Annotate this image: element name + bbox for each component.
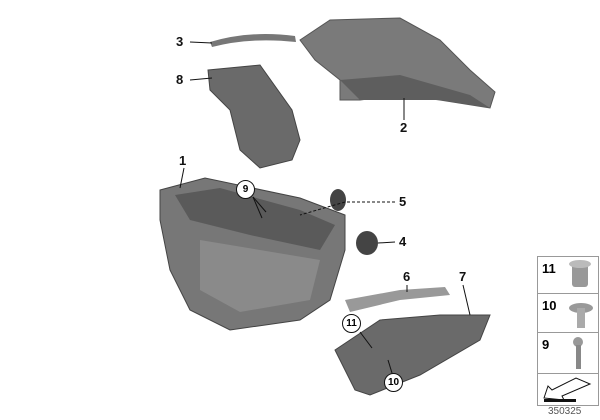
callout-6: 6: [403, 269, 411, 284]
legend-row-11: 11: [538, 257, 598, 294]
part-3-strap: [210, 34, 296, 47]
part-7-bracket: [334, 314, 491, 396]
part-4-plug: [356, 231, 378, 255]
legend-row-9: 9: [538, 333, 598, 374]
callout-10: 10: [384, 373, 403, 392]
callout-1: 1: [179, 153, 187, 168]
callout-7: 7: [459, 269, 467, 284]
diagram-code: 350325: [548, 406, 582, 417]
callout-9: 9: [236, 180, 255, 199]
expanding-nut-icon: [569, 260, 591, 287]
callout-2: 2: [400, 120, 408, 135]
callout-11: 11: [342, 314, 361, 333]
part-8-bracket: [207, 64, 301, 169]
part-6-strip: [345, 287, 450, 312]
screw-icon: [573, 337, 583, 369]
callout-3: 3: [176, 34, 184, 49]
direction-arrow-icon: [543, 377, 592, 402]
part-5-plug: [330, 189, 346, 211]
fastener-legend: 11 10 9: [537, 256, 599, 406]
callout-5: 5: [399, 194, 407, 209]
callout-8: 8: [176, 72, 184, 87]
callout-4: 4: [399, 234, 407, 249]
legend-row-10: 10: [538, 294, 598, 333]
expanding-rivet-icon: [569, 303, 593, 328]
